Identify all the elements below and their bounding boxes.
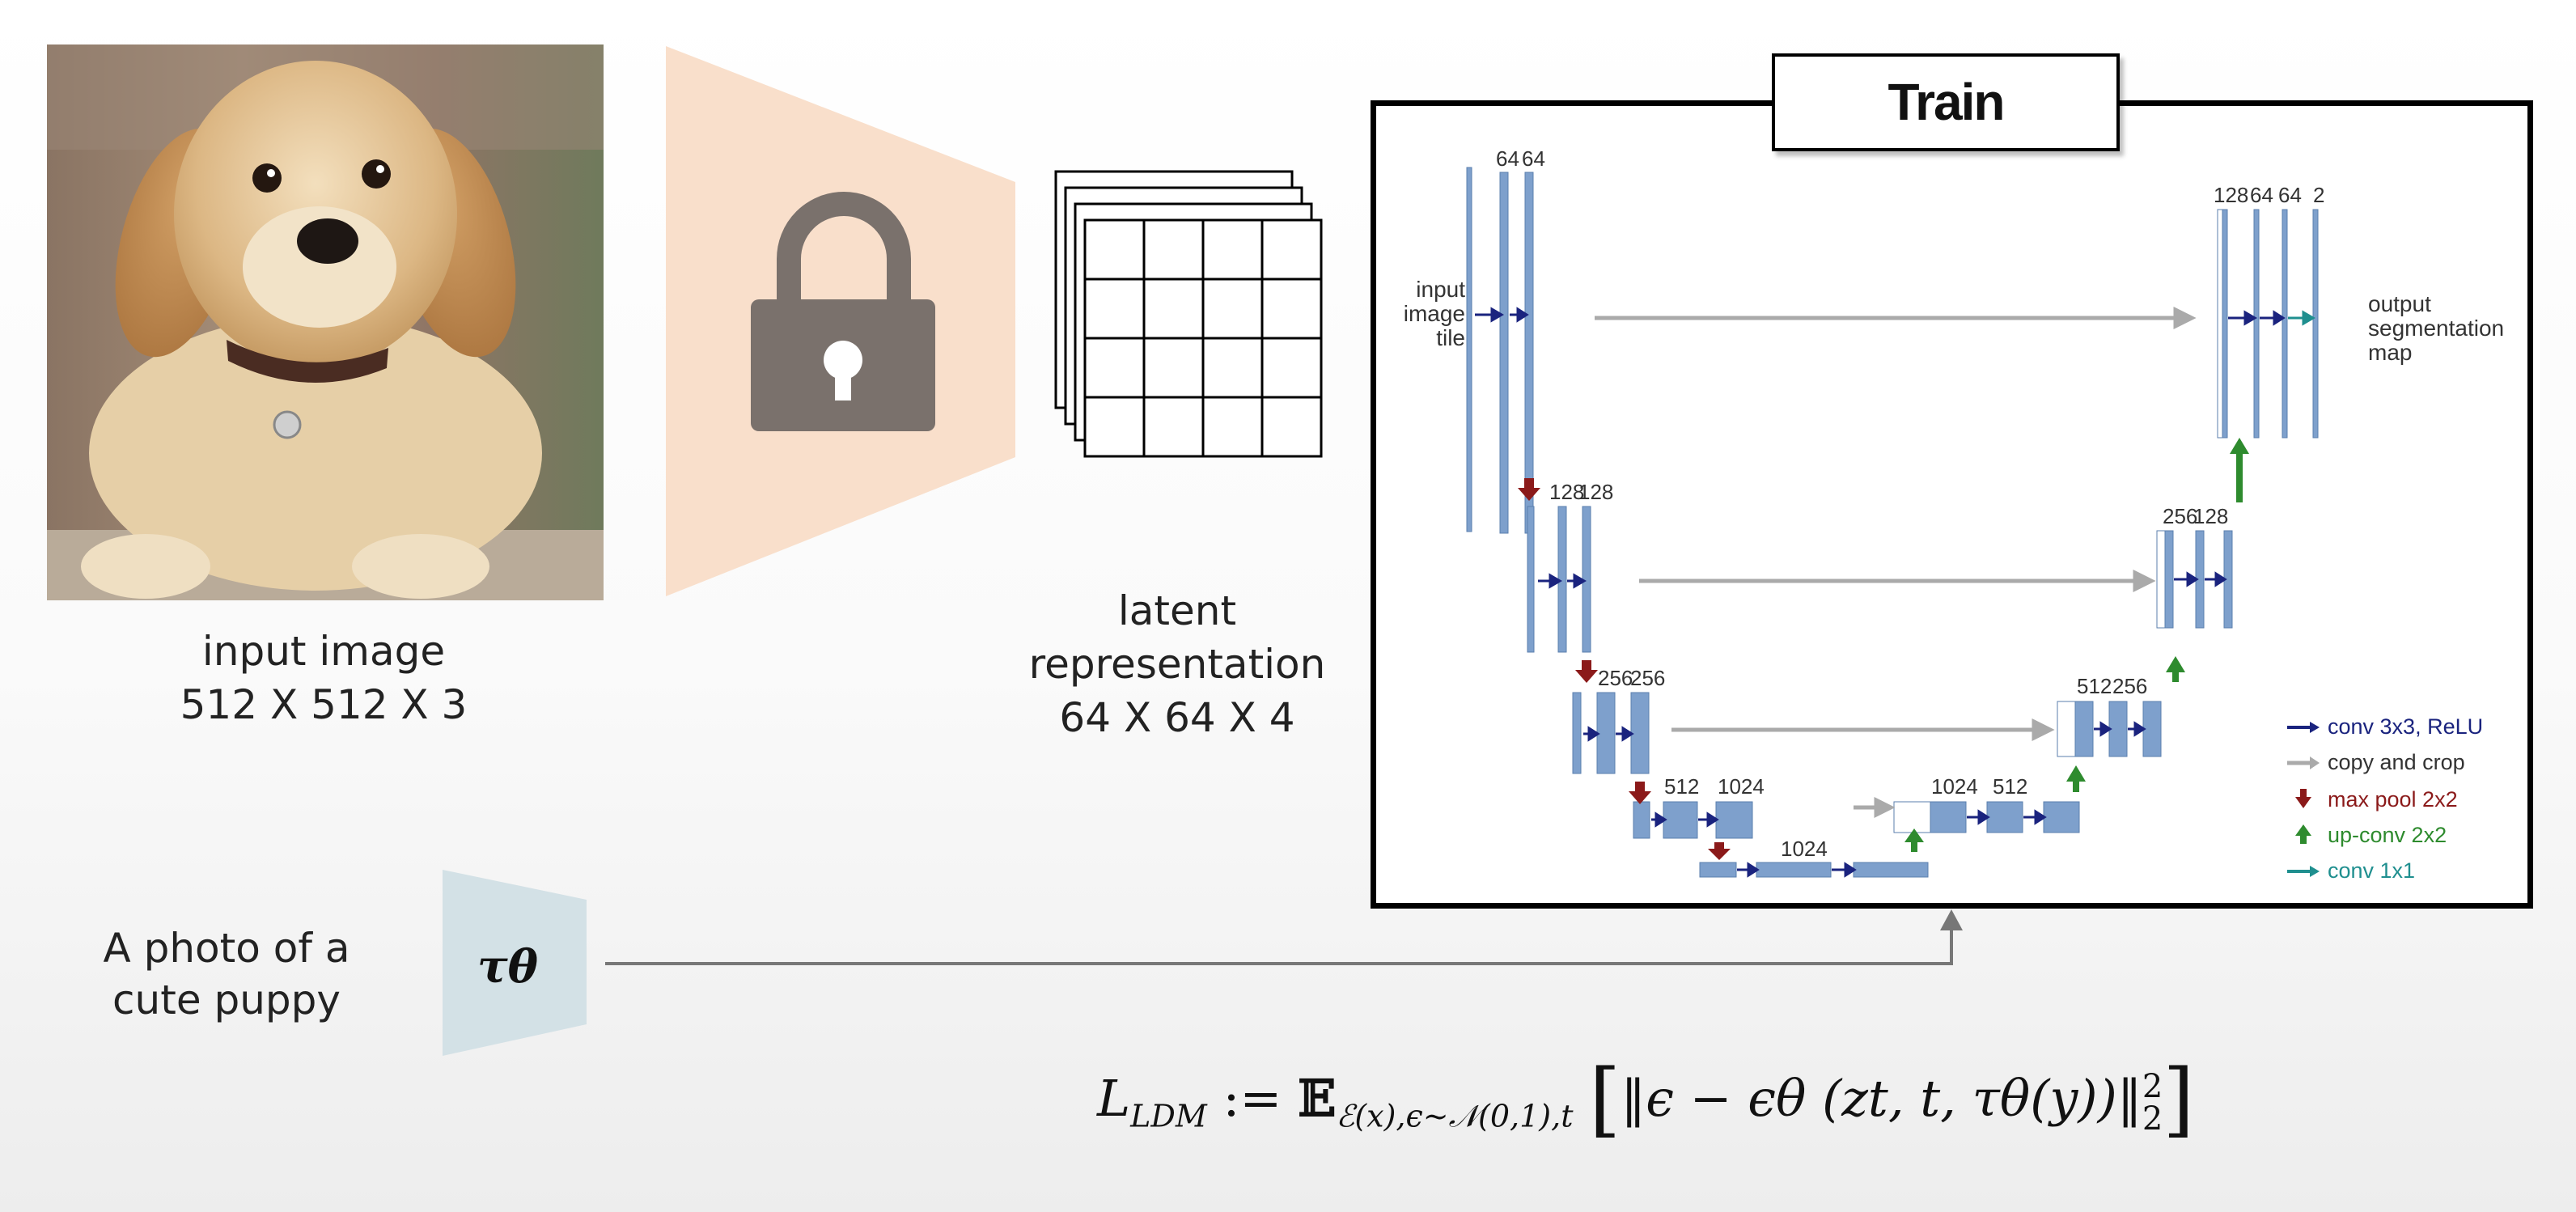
- unet-channel-label: 1024: [1718, 774, 1765, 799]
- unet-channel-label: 1024: [1781, 837, 1828, 861]
- unet-upconv-arrows: [1904, 438, 2249, 852]
- formula-close-bracket: ]: [2163, 1052, 2195, 1146]
- input-image-caption-line2: 512 X 512 X 3: [180, 681, 468, 728]
- unet-channel-label: 64: [2250, 183, 2273, 207]
- formula-open-bracket: [: [1589, 1052, 1621, 1146]
- latent-caption-line3: 64 X 64 X 4: [1059, 694, 1295, 741]
- unet-channel-label: 1024: [1931, 774, 1978, 799]
- unet-channel-label: 256: [1598, 666, 1633, 690]
- input-image-caption: input image 512 X 512 X 3: [121, 625, 526, 731]
- unet-conv1x1-arrow: [2288, 310, 2315, 326]
- unet-channel-label: 256: [2163, 504, 2198, 528]
- unet-channel-label: 256: [1630, 666, 1666, 690]
- conv1x1-arrow-icon: [2287, 866, 2320, 877]
- formula-lhs-sub: LDM: [1130, 1098, 1207, 1134]
- unet-output-label: output segmentation map: [2368, 292, 2504, 365]
- copy-arrow-icon: [2287, 756, 2320, 769]
- lock-icon: [751, 192, 935, 431]
- conv-arrow-icon: [2287, 722, 2320, 733]
- formula-lhs: L: [1097, 1069, 1131, 1128]
- input-image-caption-line1: input image: [201, 628, 446, 675]
- legend-label: copy and crop: [2328, 750, 2465, 774]
- unet-output-label-line: segmentation: [2368, 316, 2505, 341]
- train-label: Train: [1772, 53, 2120, 151]
- legend-item-pool: max pool 2x2: [2295, 787, 2458, 812]
- text-encoder-symbol: τθ: [477, 940, 539, 994]
- formula-body: ‖ϵ − ϵθ (zt, t, τθ(y))‖: [1621, 1069, 2142, 1128]
- legend-label: conv 1x1: [2328, 858, 2416, 883]
- latent-caption: latent representation 64 X 64 X 4: [1007, 584, 1347, 744]
- formula-expectation: 𝔼: [1298, 1069, 1337, 1128]
- latent-caption-line1: latent: [1117, 587, 1237, 634]
- unet-input-label-line: tile: [1436, 325, 1465, 350]
- unet-channel-label: 128: [2214, 183, 2249, 207]
- formula-assign: :=: [1222, 1069, 1282, 1128]
- unet-train-box: 64 64 128 128 256 256 512 1024 1024 1024…: [1371, 100, 2533, 909]
- unet-channel-label: 64: [1522, 146, 1545, 171]
- unet-pool-arrows: [1518, 478, 1731, 860]
- unet-channel-label: 64: [2278, 183, 2302, 207]
- unet-channel-label: 256: [2112, 674, 2148, 698]
- legend-item-conv1x1: conv 1x1: [2287, 858, 2416, 884]
- latent-grid-icon: [1054, 170, 1323, 458]
- unet-input-label-line: input: [1416, 277, 1465, 302]
- text-prompt-line2: cute puppy: [112, 977, 341, 1023]
- unet-channel-label: 512: [1664, 774, 1700, 799]
- legend-item-conv: conv 3x3, ReLU: [2287, 714, 2484, 739]
- pool-arrow-icon: [2295, 789, 2311, 808]
- formula-norm-sup: 2: [2142, 1067, 2163, 1105]
- legend-item-copy: copy and crop: [2287, 750, 2465, 775]
- text-prompt: A photo of a cute puppy: [65, 922, 388, 1026]
- text-prompt-line1: A photo of a: [103, 925, 350, 972]
- unet-input-label-line: image: [1403, 301, 1465, 326]
- unet-channel-label: 128: [2193, 504, 2229, 528]
- unet-channel-label: 2: [2313, 183, 2325, 207]
- formula-expectation-sub: ℰ(x),ϵ∼𝒩(0,1),t: [1336, 1098, 1574, 1134]
- text-encoder-trapezoid: [443, 870, 587, 1056]
- legend-label: conv 3x3, ReLU: [2328, 714, 2484, 739]
- unet-channel-label: 128: [1549, 480, 1585, 504]
- upconv-arrow-icon: [2295, 824, 2311, 844]
- unet-channel-label: 512: [2077, 674, 2112, 698]
- unet-channel-label: 64: [1496, 146, 1519, 171]
- legend-label: max pool 2x2: [2328, 787, 2458, 812]
- legend-label: up-conv 2x2: [2328, 823, 2447, 847]
- unet-input-label: input image tile: [1400, 278, 1465, 350]
- unet-conv-arrows: [1475, 307, 2286, 878]
- unet-channel-label: 512: [1993, 774, 2028, 799]
- input-image-photo: [47, 44, 604, 600]
- unet-output-label-line: output: [2368, 291, 2431, 316]
- unet-copy-arrows: [1595, 306, 2197, 819]
- legend-item-upconv: up-conv 2x2: [2295, 823, 2447, 848]
- conditioning-arrow: [605, 909, 1963, 965]
- unet-diagram: [1466, 167, 2319, 878]
- unet-channel-label: 128: [1578, 480, 1614, 504]
- unet-output-label-line: map: [2368, 340, 2413, 365]
- ldm-loss-formula: LLDM := 𝔼ℰ(x),ϵ∼𝒩(0,1),t [‖ϵ − ϵθ (zt, t…: [1097, 1052, 2194, 1146]
- formula-norm-sub: 2: [2142, 1100, 2163, 1138]
- latent-caption-line2: representation: [1028, 641, 1326, 688]
- unet-feature-maps: [1466, 167, 2319, 878]
